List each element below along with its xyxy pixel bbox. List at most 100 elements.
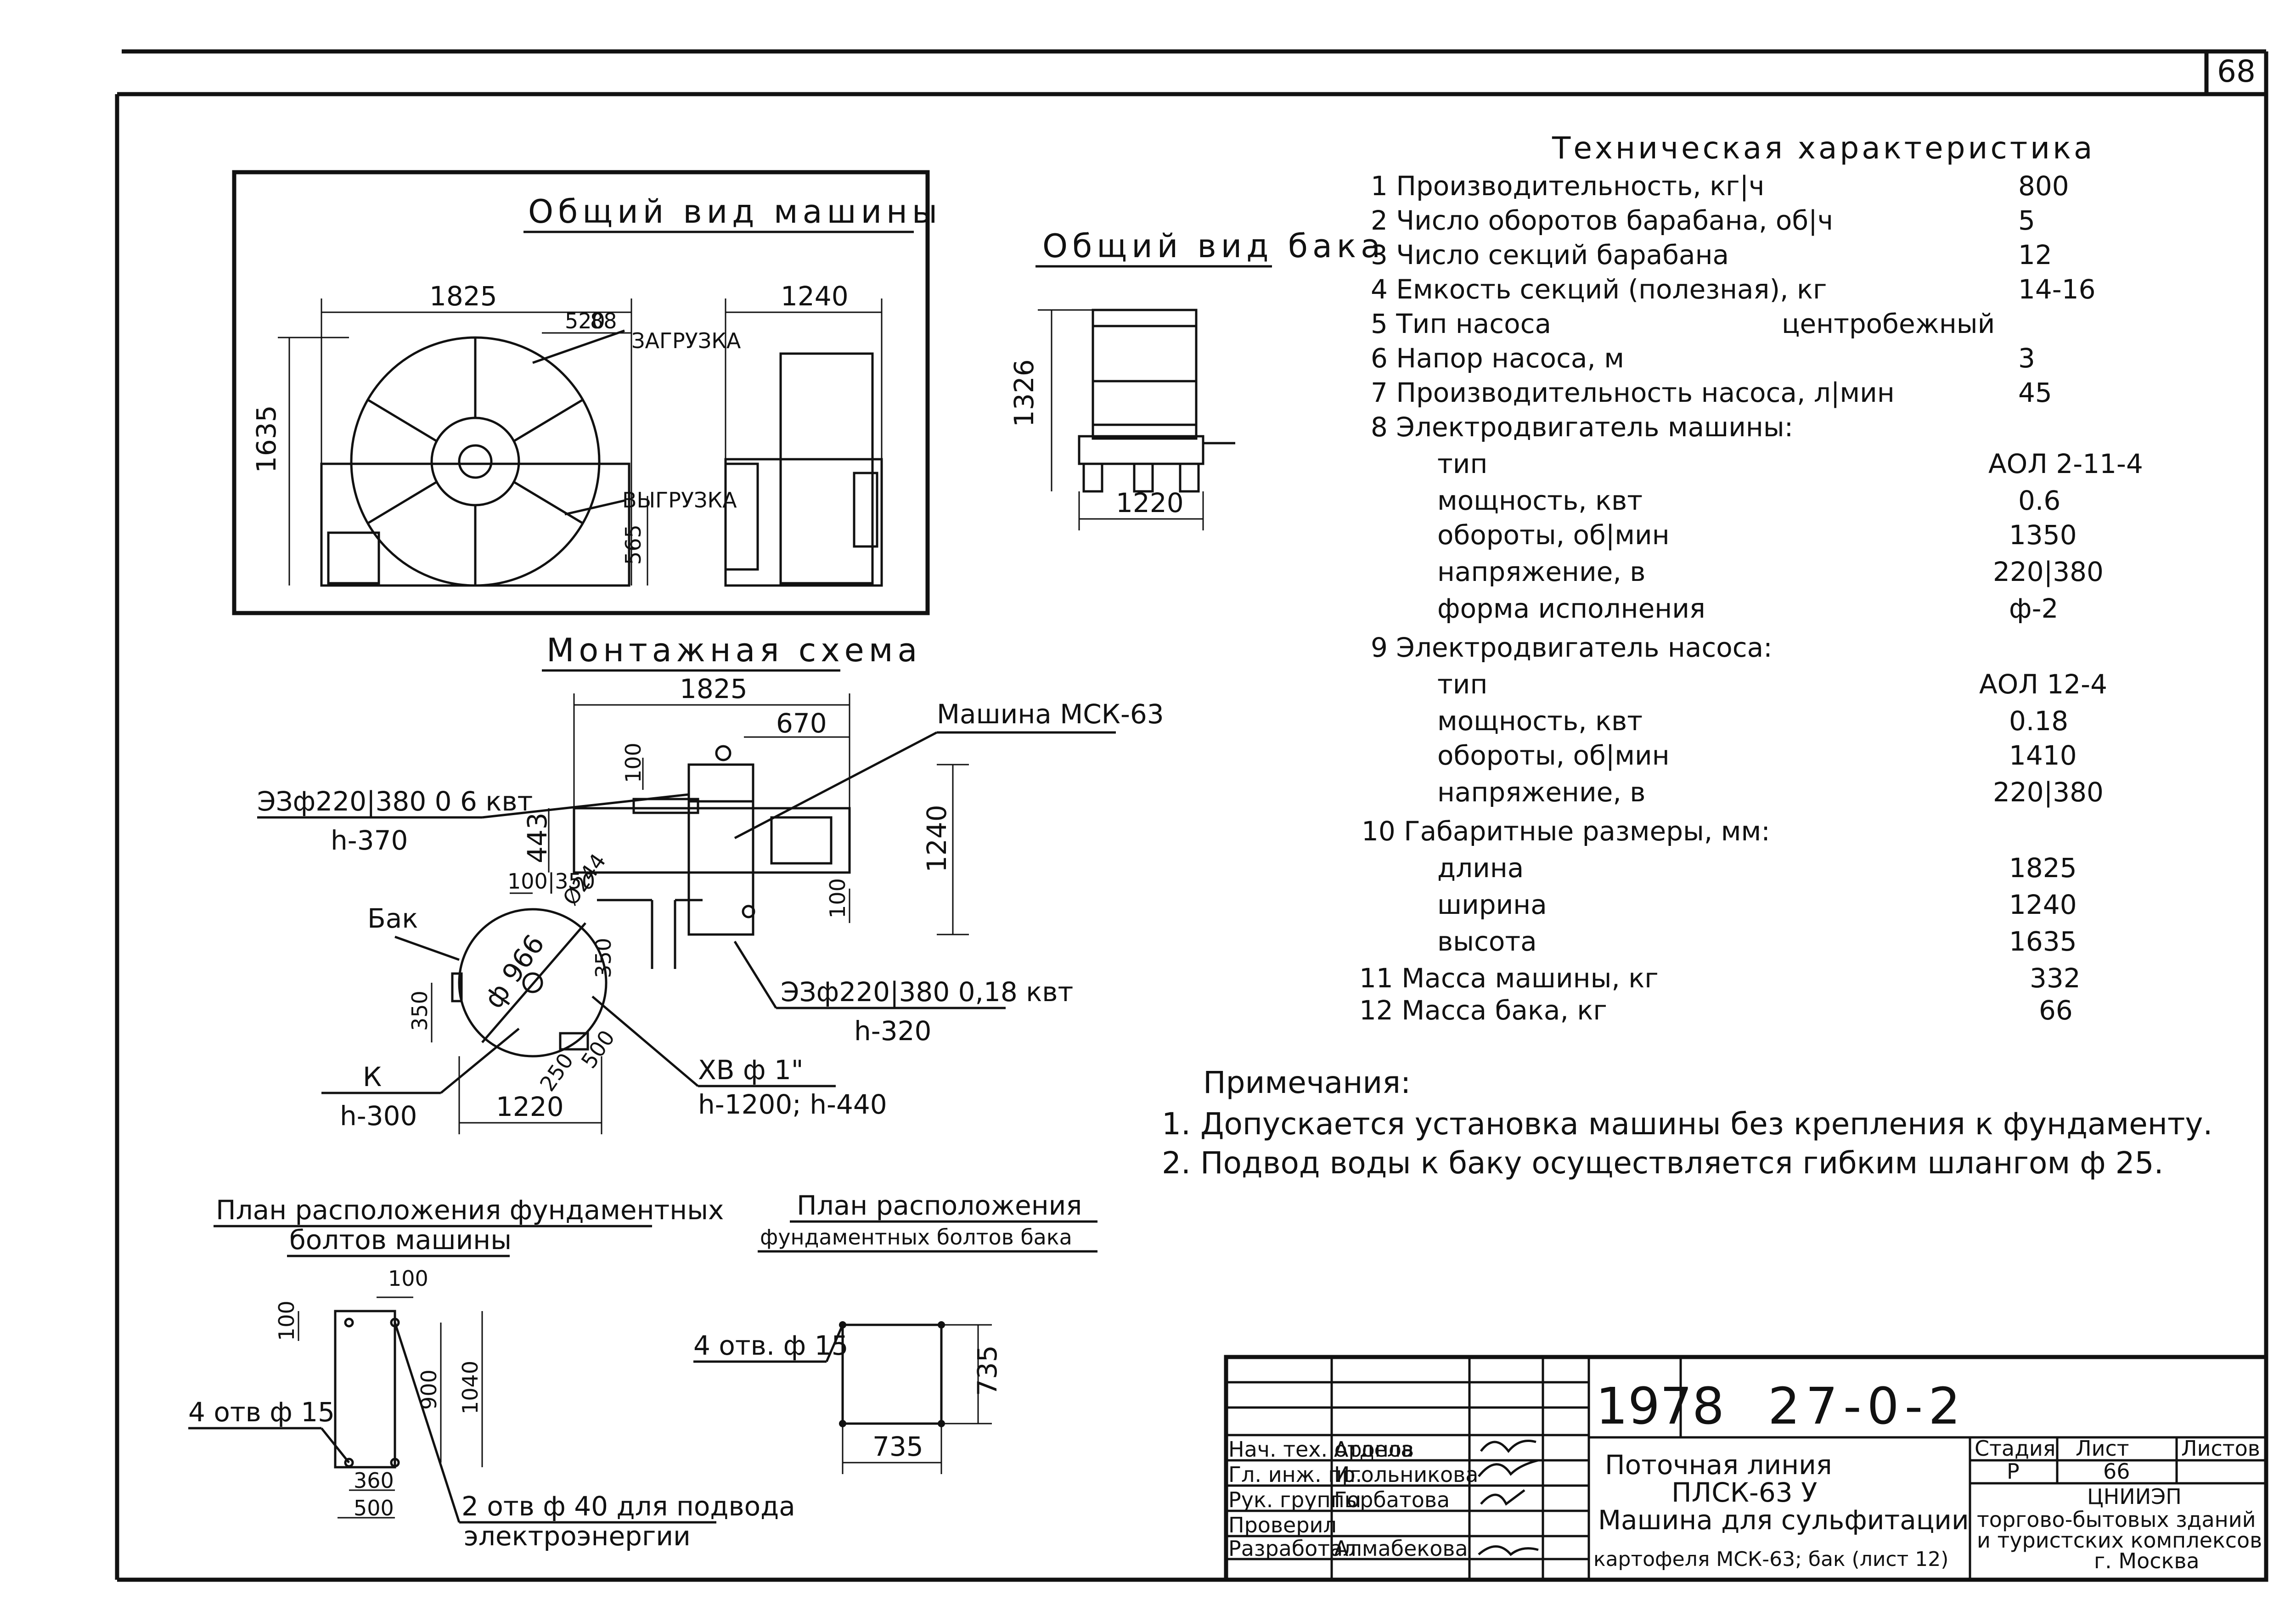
- signatures: [1478, 1440, 1539, 1556]
- dim-1635: 1635: [251, 405, 282, 473]
- unload-label: ВЫГРУЗКА: [622, 488, 737, 512]
- machine-bolts-title-2: болтов машины: [289, 1224, 512, 1256]
- mb-holes: 4 отв ф 15: [188, 1396, 335, 1428]
- spec-label: 2 Число оборотов барабана, об|ч: [1371, 205, 1833, 236]
- dim-100-b: 100: [825, 878, 850, 918]
- tb-dim-w: 735: [872, 1431, 923, 1462]
- tb-dim-h: 735: [972, 1345, 1003, 1396]
- spec-value: центробежный: [1782, 308, 1995, 339]
- dim-88: 88: [590, 309, 617, 333]
- spec-label: 1 Производительность, кг|ч: [1371, 170, 1764, 202]
- stage-header: Стадия: [1975, 1436, 2055, 1461]
- specs-title: Техническая характеристика: [1552, 130, 2095, 166]
- mb-dim-1040: 1040: [458, 1361, 483, 1414]
- motor1-label: ЭЗф220|380 0 6 квт: [257, 786, 533, 817]
- mb-dim-500: 500: [354, 1496, 394, 1520]
- k-height: h-300: [340, 1100, 417, 1132]
- notes-block: Примечания: 1. Допускается установка маш…: [1162, 1065, 2212, 1181]
- dim-350-a: 350: [407, 991, 432, 1031]
- title-line-1: Поточная линия: [1605, 1449, 1832, 1481]
- org-line-1: ЦНИИЭП: [2087, 1484, 2182, 1509]
- tank-bolts-title-2: фундаментных болтов бака: [760, 1225, 1072, 1250]
- general-tank-view: Общий вид бака 1326 1220: [1008, 227, 1380, 530]
- spec-label: форма исполнения: [1437, 593, 1705, 624]
- dim-1825-a: 1825: [429, 281, 497, 312]
- tank-bolts-title-1: План расположения: [797, 1190, 1082, 1221]
- mb-dim-360: 360: [354, 1468, 394, 1493]
- spec-value: 1825: [2009, 852, 2077, 884]
- spec-label: 9 Электродвигатель насоса:: [1371, 632, 1773, 663]
- org-line-4: г. Москва: [2094, 1548, 2200, 1573]
- role-4: Проверил: [1228, 1513, 1337, 1537]
- spec-value: 800: [2018, 170, 2069, 202]
- dim-100-350: 100|350: [507, 869, 595, 894]
- spec-value: 1350: [2009, 519, 2077, 551]
- spec-label: напряжение, в: [1437, 777, 1645, 808]
- dim-100-vert: 100: [621, 743, 646, 783]
- note-item: 2. Подвод воды к баку осуществляется гиб…: [1162, 1145, 2164, 1181]
- machine-bolts-plan: План расположения фундаментных болтов ма…: [188, 1194, 795, 1552]
- spec-value: 66: [2039, 995, 2073, 1026]
- dim-443: 443: [522, 812, 553, 863]
- dim-1240-a: 1240: [781, 281, 849, 312]
- spec-label: 4 Емкость секций (полезная), кг: [1371, 274, 1827, 305]
- spec-label: напряжение, в: [1437, 556, 1645, 587]
- spec-label: длина: [1437, 852, 1524, 884]
- general-machine-title: Общий вид машины: [528, 193, 942, 231]
- sheets-header: Листов: [2181, 1436, 2260, 1461]
- spec-value: 220|380: [1993, 556, 2104, 587]
- year: 1978: [1596, 1377, 1724, 1436]
- spec-label: тип: [1437, 448, 1487, 479]
- spec-value: 1635: [2009, 926, 2077, 957]
- tank-label: Бак: [367, 903, 418, 934]
- spec-label: 11 Масса машины, кг: [1359, 963, 1659, 994]
- title-line-2: ПЛСК-63 У: [1671, 1477, 1817, 1508]
- sheet-value: 66: [2103, 1459, 2130, 1484]
- spec-value: 45: [2018, 377, 2052, 408]
- title-block: Нач. тех. отдела Аронов Гл. инж. пр. Иго…: [1224, 1355, 2268, 1582]
- mb-dim-100: 100: [388, 1266, 428, 1291]
- title-line-3: Машина для сульфитации: [1598, 1504, 1969, 1536]
- spec-label: обороты, об|мин: [1437, 740, 1670, 771]
- role-1: Нач. тех. отдела: [1228, 1437, 1413, 1462]
- spec-label: 12 Масса бака, кг: [1359, 995, 1607, 1026]
- general-machine-view: Общий вид машины ЗАГРУЗКА ВЫГРУЗКА 1825 …: [232, 170, 942, 615]
- mounting-scheme: Монтажная схема 1825 670 100 443 1240 Ма…: [257, 631, 1164, 1134]
- spec-value: 3: [2018, 343, 2035, 374]
- dim-1220-a: 1220: [1116, 487, 1184, 518]
- dim-1825-b: 1825: [680, 673, 748, 704]
- role-2: Гл. инж. пр.: [1228, 1462, 1362, 1487]
- spec-value: АОЛ 12-4: [1979, 669, 2107, 700]
- title-line-4: картофеля МСК-63; бак (лист 12): [1593, 1548, 1948, 1571]
- dim-670: 670: [776, 708, 827, 739]
- spec-label: обороты, об|мин: [1437, 519, 1670, 551]
- motor2-label: ЭЗф220|380 0,18 квт: [781, 976, 1073, 1008]
- spec-value: 1410: [2009, 740, 2077, 771]
- spec-label: 3 Число секций барабана: [1371, 239, 1729, 270]
- spec-label: 10 Габаритные размеры, мм:: [1362, 816, 1770, 847]
- motor2-height: h-320: [854, 1015, 931, 1047]
- spec-label: высота: [1437, 926, 1537, 957]
- spec-label: мощность, квт: [1437, 485, 1643, 516]
- k-label: К: [363, 1061, 382, 1092]
- mounting-title: Монтажная схема: [546, 631, 922, 669]
- name-1: Аронов: [1334, 1437, 1414, 1462]
- water-height: h-1200; h-440: [698, 1089, 887, 1120]
- spec-value: 332: [2030, 963, 2081, 994]
- spec-value: 0.6: [2018, 485, 2060, 516]
- spec-label: ширина: [1437, 889, 1547, 920]
- dim-1220-b: 1220: [496, 1091, 564, 1122]
- dim-1240-b: 1240: [921, 805, 952, 873]
- drawing-code: 27-0-2: [1768, 1377, 1966, 1436]
- note-item: 1. Допускается установка машины без креп…: [1162, 1106, 2212, 1142]
- machine-bolts-title-1: План расположения фундаментных: [216, 1194, 724, 1226]
- specs-rows: 1 Производительность, кг|ч 800 2 Число о…: [1359, 170, 2143, 1026]
- specs-block: Техническая характеристика 1 Производите…: [1359, 130, 2143, 1026]
- mb-holes2: 2 отв ф 40 для подвода: [461, 1491, 795, 1522]
- spec-value: 5: [2018, 205, 2035, 236]
- dim-1326: 1326: [1008, 359, 1040, 427]
- page-number: 68: [2217, 54, 2256, 89]
- machine-label: Машина МСК-63: [937, 698, 1164, 730]
- dim-520: 520: [565, 309, 605, 333]
